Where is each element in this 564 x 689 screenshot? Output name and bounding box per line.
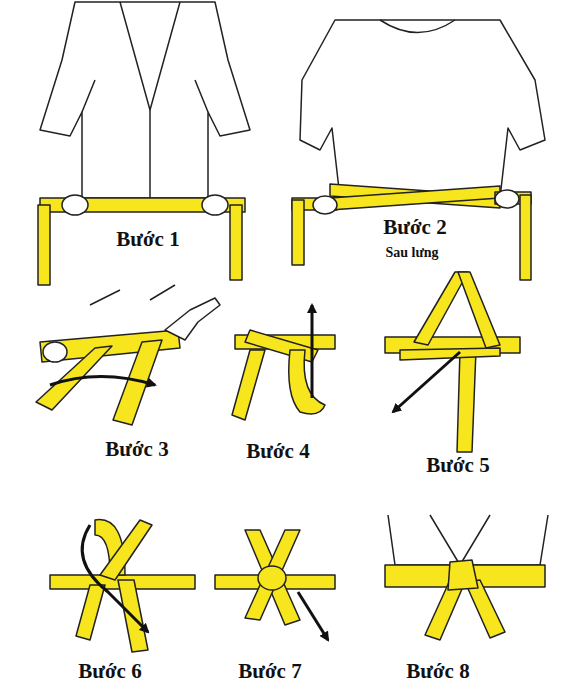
step-label: Bước 7 — [236, 660, 303, 683]
step-label: Bước 8 — [404, 660, 471, 683]
step-label: Bước 4 — [244, 440, 311, 463]
step-label: Bước 6 — [76, 660, 143, 683]
step-label: Bước 2 — [381, 216, 448, 239]
step-label: Bước 1 — [114, 228, 181, 251]
step-label: Bước 3 — [103, 438, 170, 461]
step-label: Bước 5 — [424, 454, 491, 477]
step-label: Sau lưng — [383, 245, 440, 260]
